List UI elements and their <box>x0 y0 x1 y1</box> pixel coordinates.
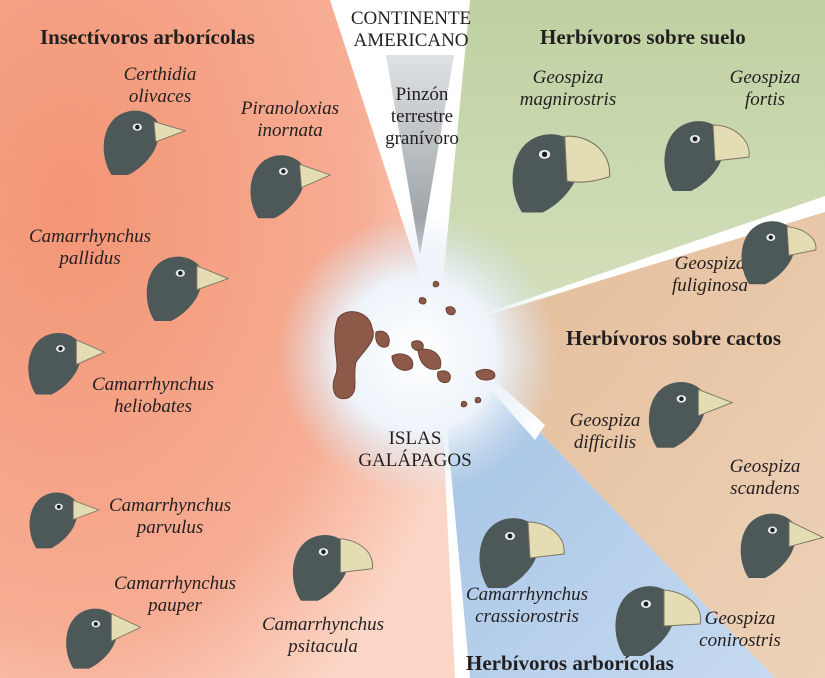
finch-head-icon <box>470 505 570 595</box>
islands-line-2: GALÁPAGOS <box>340 450 490 472</box>
finch-head-icon <box>95 100 187 180</box>
species-genus: Geospiza <box>705 456 825 478</box>
islands-label: ISLAS GALÁPAGOS <box>340 428 490 472</box>
insectivore-heading: Insectívoros arborícolas <box>40 25 255 49</box>
continent-line-1: CONTINENTE <box>336 8 486 30</box>
species-epithet: scandens <box>705 478 825 500</box>
species-epithet: inornata <box>215 120 365 142</box>
islands-line-1: ISLAS <box>340 428 490 450</box>
species-genus: Geospiza <box>710 67 820 89</box>
species-genus: Certhidia <box>85 64 235 86</box>
finch-head-icon <box>20 322 108 400</box>
finch-head-icon <box>242 145 332 223</box>
species-label: Geospiza magnirostris <box>493 67 643 111</box>
finch-head-icon <box>733 210 823 290</box>
species-genus: Camarrhynchus <box>248 614 398 636</box>
species-label: Geospiza fortis <box>710 67 820 111</box>
finch-head-icon <box>640 372 734 452</box>
species-epithet: psitacula <box>248 636 398 658</box>
continent-label: CONTINENTE AMERICANO <box>336 8 486 52</box>
species-epithet: parvulus <box>95 517 245 539</box>
species-label: Piranoloxias inornata <box>215 98 365 142</box>
species-label: Geospiza scandens <box>705 456 825 500</box>
species-genus: Camarrhynchus <box>95 495 245 517</box>
ancestor-line-3: granívoro <box>362 128 482 150</box>
species-label: Camarrhynchus parvulus <box>95 495 245 539</box>
finch-head-icon <box>284 522 378 608</box>
species-genus: Geospiza <box>493 67 643 89</box>
species-label: Camarrhynchus psitacula <box>248 614 398 658</box>
species-genus: Camarrhynchus <box>100 573 250 595</box>
finch-head-icon <box>58 598 144 674</box>
finch-head-icon <box>502 120 614 220</box>
species-epithet: crassiorostris <box>452 606 602 628</box>
species-epithet: magnirostris <box>493 89 643 111</box>
ancestor-line-1: Pinzón <box>362 84 482 106</box>
ancestor-line-2: terrestre <box>362 106 482 128</box>
cactus-heading: Herbívoros sobre cactos <box>566 326 781 350</box>
finch-head-icon <box>732 502 824 584</box>
finch-head-icon <box>606 575 706 661</box>
species-genus: Piranoloxias <box>215 98 365 120</box>
continent-line-2: AMERICANO <box>336 30 486 52</box>
finch-head-icon <box>655 108 755 198</box>
finch-head-icon <box>22 485 102 551</box>
finch-head-icon <box>138 245 230 327</box>
ancestor-label: Pinzón terrestre granívoro <box>362 84 482 150</box>
ground-heading: Herbívoros sobre suelo <box>540 25 746 49</box>
